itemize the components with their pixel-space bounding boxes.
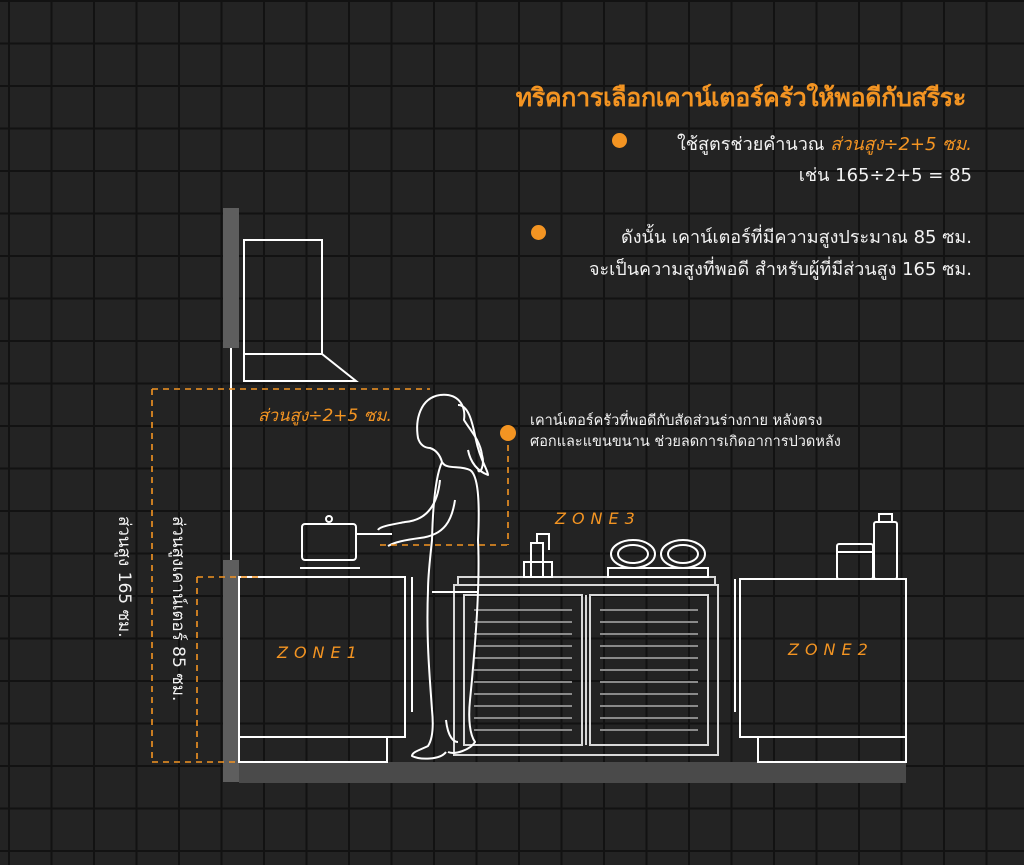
zone2-label: ZONE2 bbox=[788, 640, 874, 659]
zone1-label: ZONE1 bbox=[277, 643, 363, 662]
wall-upper bbox=[223, 208, 239, 348]
pot-icon bbox=[300, 515, 392, 569]
counter-height-label: ส่วนสูงเคาน์เตอร์ 85 ซม. bbox=[168, 516, 188, 702]
note-dot bbox=[500, 425, 516, 441]
bullet-dot-2 bbox=[531, 225, 546, 240]
tip-formula-prefix: ใช้สูตรช่วยคำนวณ bbox=[677, 134, 831, 155]
sink-cabinet bbox=[453, 576, 719, 756]
canister-icons bbox=[836, 513, 898, 580]
cabinet-slats bbox=[474, 609, 698, 731]
cabinet-zone2 bbox=[734, 578, 907, 763]
measurement-guides bbox=[151, 388, 509, 763]
woman-figure bbox=[377, 393, 489, 760]
tip-conclusion-line1: ดังนั้น เคาน์เตอร์ที่มีความสูงประมาณ 85 … bbox=[621, 227, 972, 248]
tip-conclusion-line2: จะเป็นความสูงที่พอดี สำหรับผู้ที่มีส่วนส… bbox=[588, 259, 972, 280]
formula-label: ส่วนสูง÷2+5 ซม. bbox=[258, 406, 392, 426]
floor bbox=[239, 762, 906, 783]
wall-lower bbox=[223, 560, 239, 782]
range-hood bbox=[243, 239, 359, 382]
bullet-dot-1 bbox=[612, 133, 627, 148]
cabinet-zone1 bbox=[238, 576, 413, 763]
posture-note-line1: เคาน์เตอร์ครัวที่พอดีกับสัดส่วนร่างกาย ห… bbox=[530, 413, 823, 429]
tip-example: เช่น 165÷2+5 = 85 bbox=[798, 165, 972, 186]
tip-formula: ส่วนสูง÷2+5 ซม. bbox=[830, 134, 972, 155]
faucet-icon bbox=[523, 533, 553, 578]
zone3-label: ZONE3 bbox=[555, 509, 641, 528]
page-title: ทริคการเลือกเคาน์เตอร์ครัวให้พอดีกับสรีร… bbox=[515, 83, 967, 112]
dish-rack-icon bbox=[607, 539, 709, 578]
height-label: ส่วนสูง 165 ซม. bbox=[114, 516, 134, 638]
posture-note-line2: ศอกและแขนขนาน ช่วยลดการเกิดอาการปวดหลัง bbox=[530, 434, 841, 450]
tip-formula-line: ใช้สูตรช่วยคำนวณ ส่วนสูง÷2+5 ซม. bbox=[677, 129, 972, 158]
